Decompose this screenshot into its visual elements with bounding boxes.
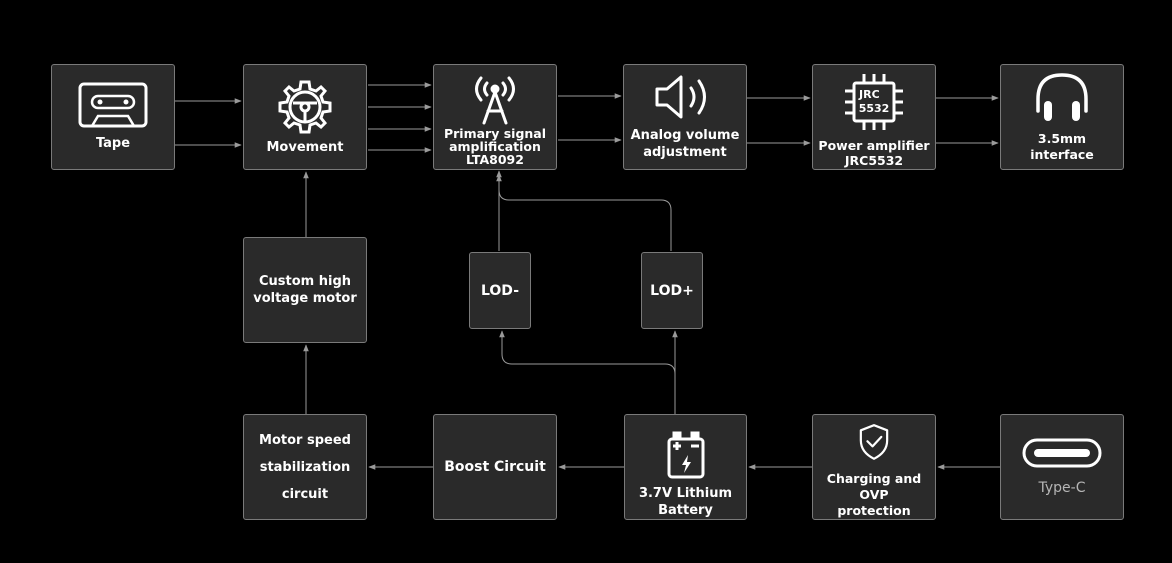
lod-plus-node: LOD+ — [641, 252, 703, 329]
battery-icon — [667, 431, 704, 479]
charging-node: Charging and OVP protection — [812, 414, 936, 520]
chip-icon: JRC 5532 — [842, 71, 906, 133]
shield-check-icon — [859, 424, 889, 460]
primary-amplification-node: Primary signal amplification LTA8092 — [433, 64, 557, 170]
power-amplifier-node: JRC 5532 Power amplifier JRC5532 — [812, 64, 936, 170]
lod-minus-node: LOD- — [469, 252, 531, 329]
interface-label: 3.5mm interface — [1030, 131, 1094, 162]
headphones-icon — [1036, 73, 1088, 121]
battery-label: 3.7V Lithium Battery — [638, 486, 733, 518]
interface-node: 3.5mm interface — [1000, 64, 1124, 170]
boost-label: Boost Circuit — [444, 459, 546, 475]
arrow-battery-lodminus — [499, 330, 676, 414]
cassette-tape-icon — [78, 82, 148, 128]
motor-node: Custom high voltage motor — [243, 237, 367, 343]
arrow-lodplus-primary — [496, 174, 672, 251]
lod-plus-label: LOD+ — [650, 282, 694, 299]
typec-node: Type-C — [1000, 414, 1124, 520]
chip-text-line1: JRC — [859, 88, 880, 101]
usb-typec-port-icon — [1022, 438, 1102, 468]
stabilization-label: Motor speed stabilization circuit — [259, 432, 351, 502]
motor-label: Custom high voltage motor — [253, 274, 357, 306]
gear-icon — [278, 80, 332, 134]
power-amplifier-label: Power amplifier JRC5532 — [818, 138, 930, 168]
charging-label: Charging and OVP protection — [826, 471, 922, 518]
antenna-icon — [475, 76, 515, 125]
lod-minus-label: LOD- — [480, 282, 519, 299]
movement-node: Movement — [243, 64, 367, 170]
speaker-volume-icon — [655, 75, 706, 119]
boost-node: Boost Circuit — [433, 414, 557, 520]
typec-label: Type-C — [1038, 480, 1086, 496]
movement-label: Movement — [266, 140, 344, 155]
battery-node: 3.7V Lithium Battery — [624, 414, 747, 520]
volume-label: Analog volume adjustment — [630, 128, 740, 160]
tape-node: Tape — [51, 64, 175, 170]
chip-text-line2: 5532 — [858, 102, 890, 115]
stabilization-node: Motor speed stabilization circuit — [243, 414, 367, 520]
tape-label: Tape — [95, 136, 131, 151]
primary-amplification-label: Primary signal amplification LTA8092 — [443, 126, 547, 167]
volume-node: Analog volume adjustment — [623, 64, 747, 170]
